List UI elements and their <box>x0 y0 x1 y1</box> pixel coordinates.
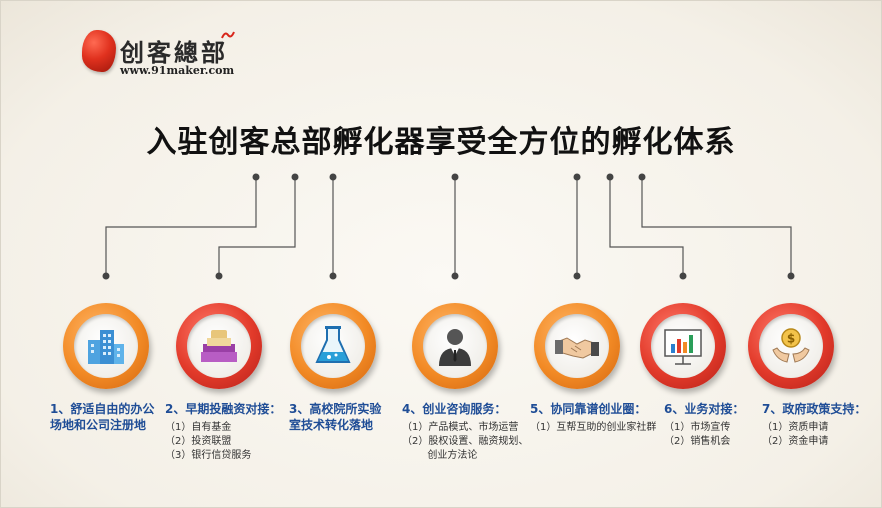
logo-url: www.91maker.com <box>120 64 235 77</box>
caption-4: 4、创业咨询服务： （1）产品模式、市场运营 （2）股权设置、融资规划、 创业方… <box>402 401 532 463</box>
detail-item: （1）产品模式、市场运营 <box>402 422 519 433</box>
consultant-person-icon <box>439 329 471 366</box>
caption-details: （1）自有基金 （2）投资联盟 （3）银行信贷服务 <box>165 421 285 463</box>
handshake-icon <box>555 337 599 359</box>
caption-title: 4、创业咨询服务： <box>402 402 507 416</box>
lab-flask-icon <box>315 326 351 363</box>
caption-title: 1、舒适自由的办公 场地和公司注册地 <box>50 402 155 432</box>
caption-details: （1）资质申请 （2）资金申请 <box>762 421 872 449</box>
logo: 创客總部 www.91maker.com <box>82 30 262 82</box>
caption-title: 5、协同靠谱创业圈： <box>530 402 647 416</box>
node-business <box>640 303 726 389</box>
caption-details: （1）市场宣传 （2）销售机会 <box>664 421 752 449</box>
detail-item: （3）银行信贷服务 <box>165 450 252 461</box>
coin-in-hands-icon: $ <box>772 328 810 363</box>
page-title: 入驻创客总部孵化器享受全方位的孵化体系 <box>146 125 736 160</box>
caption-7: 7、政府政策支持： （1）资质申请 （2）资金申请 <box>762 401 872 449</box>
detail-item: （1）自有基金 <box>165 422 232 433</box>
detail-item: （1）市场宣传 <box>664 422 731 433</box>
caption-title: 2、早期投融资对接： <box>165 402 282 416</box>
money-stack-icon <box>201 330 237 362</box>
red-stone-logo-icon <box>82 30 116 72</box>
caption-1: 1、舒适自由的办公 场地和公司注册地 <box>50 401 168 433</box>
caption-title: 6、业务对接： <box>664 402 745 416</box>
node-community <box>534 303 620 389</box>
presentation-chart-icon <box>664 329 702 365</box>
svg-text:$: $ <box>787 332 795 346</box>
caption-5: 5、协同靠谱创业圈： （1）互帮互助的创业家社群 <box>530 401 658 435</box>
caption-2: 2、早期投融资对接： （1）自有基金 （2）投资联盟 （3）银行信贷服务 <box>165 401 285 463</box>
caption-6: 6、业务对接： （1）市场宣传 （2）销售机会 <box>664 401 752 449</box>
detail-item: （2）股权设置、融资规划、 <box>402 436 529 447</box>
detail-item: （1）互帮互助的创业家社群 <box>530 422 657 433</box>
node-office <box>63 303 149 389</box>
detail-item: （2）资金申请 <box>762 436 829 447</box>
detail-item: （2）投资联盟 <box>165 436 232 447</box>
caption-title: 7、政府政策支持： <box>762 402 867 416</box>
office-buildings-icon <box>88 330 124 364</box>
caption-details: （1）产品模式、市场运营 （2）股权设置、融资规划、 创业方法论 <box>402 421 532 463</box>
node-lab <box>290 303 376 389</box>
caption-details: （1）互帮互助的创业家社群 <box>530 421 658 435</box>
node-consulting <box>412 303 498 389</box>
caption-3: 3、高校院所实验 室技术转化落地 <box>289 401 394 433</box>
node-government: $ <box>748 303 834 389</box>
logo-flourish-icon <box>221 31 235 39</box>
node-financing <box>176 303 262 389</box>
logo-name: 创客總部 <box>120 38 228 67</box>
detail-item: 创业方法论 <box>402 450 478 461</box>
caption-title: 3、高校院所实验 室技术转化落地 <box>289 402 382 432</box>
detail-item: （1）资质申请 <box>762 422 829 433</box>
detail-item: （2）销售机会 <box>664 436 731 447</box>
